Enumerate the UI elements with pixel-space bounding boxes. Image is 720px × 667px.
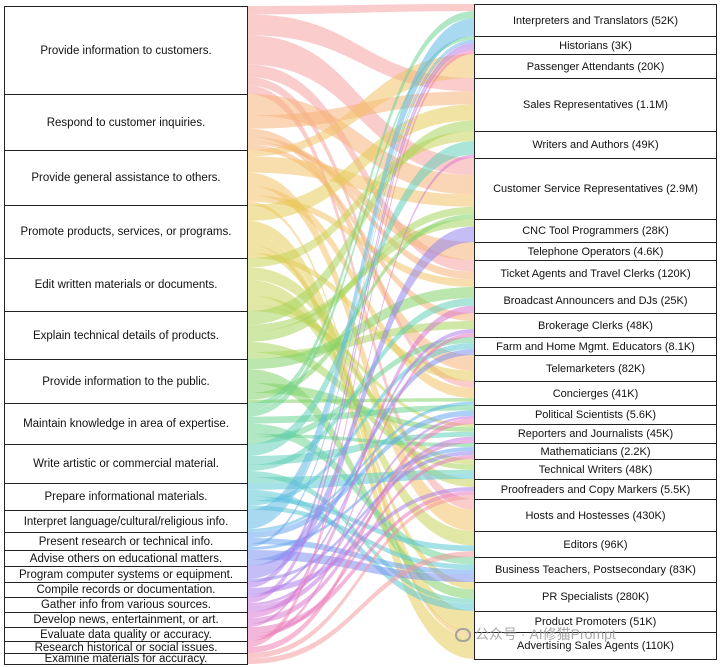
occupation-box: Broadcast Announcers and DJs (25K): [474, 287, 717, 314]
occupation-box: Telephone Operators (4.6K): [474, 242, 717, 261]
occupation-box: Hosts and Hostesses (430K): [474, 499, 717, 532]
flow-ribbon: [248, 349, 474, 566]
flow-ribbon: [248, 104, 474, 221]
flow-ribbon: [248, 538, 474, 575]
flow-ribbon: [248, 185, 474, 399]
occupation-box: CNC Tool Programmers (28K): [474, 219, 717, 243]
flow-ribbon: [248, 489, 474, 611]
flow-ribbon: [248, 431, 474, 465]
task-box: Edit written materials or documents.: [4, 258, 248, 312]
flow-ribbon: [248, 43, 474, 588]
task-box: Examine materials for accuracy.: [4, 653, 248, 665]
flow-ribbon: [248, 550, 474, 582]
occupation-box: Proofreaders and Copy Markers (5.5K): [474, 479, 717, 500]
task-box: Gather info from various sources.: [4, 597, 248, 613]
flow-ribbon: [248, 50, 474, 647]
flow-ribbon: [248, 333, 474, 641]
task-box: Maintain knowledge in area of expertise.: [4, 403, 248, 445]
flow-ribbon: [248, 343, 474, 506]
occupation-box: Reporters and Journalists (45K): [474, 424, 717, 444]
occupation-box: Farm and Home Mgmt. Educators (8.1K): [474, 337, 717, 356]
flow-ribbon: [248, 128, 474, 371]
flow-ribbon: [248, 36, 474, 417]
occupation-box: Interpreters and Translators (52K): [474, 4, 717, 37]
flow-ribbon: [248, 144, 474, 321]
flow-ribbon: [248, 455, 474, 638]
task-box: Evaluate data quality or accuracy.: [4, 627, 248, 642]
occupation-box: PR Specialists (280K): [474, 582, 717, 612]
flow-ribbon: [248, 423, 474, 565]
occupation-box: Editors (96K): [474, 531, 717, 558]
task-box: Write artistic or commercial material.: [4, 444, 248, 484]
task-box: Develop news, entertainment, or art.: [4, 612, 248, 628]
occupation-box: Telemarketers (82K): [474, 355, 717, 382]
flow-ribbon: [248, 156, 474, 207]
task-box: Program computer systems or equipment.: [4, 566, 248, 583]
task-box: Respond to customer inquiries.: [4, 94, 248, 151]
watermark-text: 公众号 · AI修猫Prompt: [475, 626, 616, 642]
flow-ribbon: [248, 267, 474, 487]
flow-ribbon: [248, 491, 474, 634]
task-box: Provide general assistance to others.: [4, 150, 248, 206]
flow-ribbon: [248, 41, 474, 548]
occupation-box: Writers and Authors (49K): [474, 131, 717, 159]
flow-ribbon: [248, 172, 474, 531]
task-box: Provide information to the public.: [4, 359, 248, 404]
task-box: Explain technical details of products.: [4, 311, 248, 360]
flow-ribbon: [248, 131, 474, 268]
occupation-box: Technical Writers (48K): [474, 459, 717, 480]
occupation-box: Passenger Attendants (20K): [474, 54, 717, 79]
flow-ribbon: [248, 304, 474, 428]
flow-ribbon: [248, 418, 474, 653]
occupation-box: Brokerage Clerks (48K): [474, 313, 717, 338]
flow-ribbon: [248, 495, 474, 659]
occupation-box: Historians (3K): [474, 36, 717, 55]
occupation-box: Concierges (41K): [474, 381, 717, 406]
task-box: Provide information to customers.: [4, 6, 248, 95]
flow-ribbon: [248, 214, 474, 400]
flow-ribbon: [248, 451, 474, 582]
occupation-box: Advertising Sales Agents (110K): [474, 632, 717, 660]
occupation-box: Sales Representatives (1.1M): [474, 78, 717, 132]
task-box: Compile records or documentation.: [4, 582, 248, 598]
flow-ribbon: [248, 18, 474, 526]
task-box: Interpret language/cultural/religious in…: [4, 510, 248, 533]
flow-ribbon: [248, 305, 474, 618]
task-box: Promote products, services, or programs.: [4, 205, 248, 259]
occupation-box: Mathematicians (2.2K): [474, 443, 717, 460]
flow-ribbon: [248, 447, 474, 550]
flow-ribbon: [248, 551, 474, 664]
flow-ribbon: [248, 46, 474, 604]
flow-ribbon: [248, 11, 474, 410]
flow-ribbon: [248, 295, 474, 465]
flow-ribbon: [248, 154, 474, 627]
flow-ribbon: [248, 439, 474, 624]
task-box: Advise others on educational matters.: [4, 550, 248, 567]
flow-ribbon: [248, 410, 474, 538]
occupation-box: Political Scientists (5.6K): [474, 405, 717, 425]
occupation-box: Customer Service Representatives (2.9M): [474, 158, 717, 220]
flow-ribbon: [248, 287, 474, 370]
flow-ribbon: [248, 436, 474, 612]
occupation-box: Business Teachers, Postsecondary (83K): [474, 557, 717, 583]
flow-ribbon: [248, 141, 474, 456]
watermark: 公众号 · AI修猫Prompt: [455, 624, 616, 644]
flow-ribbon: [248, 487, 474, 594]
flow-ribbon: [248, 195, 474, 287]
wechat-icon: [455, 628, 471, 642]
flow-ribbon: [248, 298, 474, 471]
occupation-box: Ticket Agents and Travel Clerks (120K): [474, 260, 717, 288]
flow-ribbon: [248, 120, 474, 325]
flow-ribbon: [248, 415, 474, 606]
flow-ribbon: [248, 39, 474, 529]
flow-ribbon: [248, 226, 474, 579]
flow-ribbon: [248, 401, 474, 532]
flow-ribbon: [248, 4, 474, 15]
task-box: Prepare informational materials.: [4, 483, 248, 511]
task-box: Present research or technical info.: [4, 532, 248, 551]
flow-ribbon: [248, 321, 474, 359]
